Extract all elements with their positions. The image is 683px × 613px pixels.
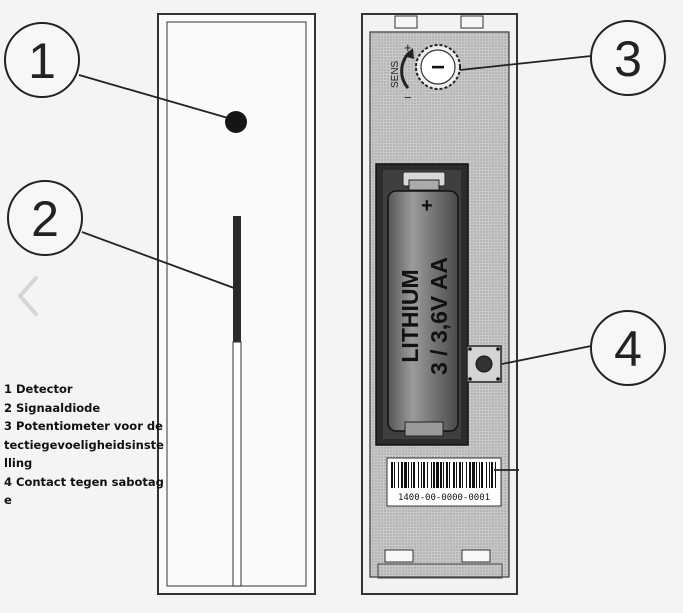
callout-2-number: 2	[31, 191, 59, 247]
legend: 1 Detector 2 Signaaldiode 3 Potentiomete…	[4, 380, 164, 510]
sens-minus: −	[404, 90, 412, 105]
tamper-switch	[466, 345, 502, 383]
barcode-bar	[413, 462, 415, 488]
battery-spec: 3 / 3,6V AA	[426, 257, 452, 375]
callout-3: 3	[590, 20, 666, 96]
barcode-bar	[446, 462, 448, 488]
barcode-bar	[391, 462, 393, 488]
barcode-bar	[462, 462, 463, 488]
barcode-bar	[418, 462, 419, 488]
barcode-bar	[443, 462, 444, 488]
barcode-bar	[453, 462, 455, 488]
barcode-bar	[476, 462, 477, 488]
callout-3-number: 3	[614, 31, 642, 87]
barcode-bar	[394, 462, 395, 488]
battery-compartment: + LITHIUM 3 / 3,6V AA	[375, 163, 469, 446]
bottom-clip-left	[384, 549, 414, 563]
front-housing	[157, 13, 316, 595]
callout-4-number: 4	[614, 321, 642, 377]
barcode-bar	[398, 462, 399, 488]
legend-item-4: 4 Contact tegen sabotage	[4, 474, 164, 508]
chevron-left-icon[interactable]	[14, 274, 44, 318]
callout-2: 2	[7, 180, 83, 256]
barcode-bar	[433, 462, 435, 488]
barcode-bar	[481, 462, 483, 488]
top-clip-right	[460, 15, 484, 29]
sens-plus: +	[404, 40, 412, 55]
barcode-bar	[489, 462, 490, 488]
light-guide	[232, 341, 242, 587]
barcode-bar	[479, 462, 480, 488]
legend-item-2: 2 Signaaldiode	[4, 400, 101, 415]
battery-brand: LITHIUM	[397, 269, 423, 362]
barcode-label: 1400-00-0000-0001	[386, 457, 502, 507]
potentiometer: − + − SENS	[390, 40, 461, 105]
barcode-bar	[408, 462, 409, 488]
barcode-bar	[404, 462, 407, 488]
barcode-bar	[456, 462, 457, 488]
barcode-bar	[491, 462, 493, 488]
barcode-bar	[436, 462, 439, 488]
barcode-bar	[411, 462, 412, 488]
callout-4: 4	[590, 310, 666, 386]
callout-1: 1	[4, 22, 80, 98]
detector	[225, 111, 247, 133]
barcode-bar	[421, 462, 422, 488]
barcode-bar	[469, 462, 471, 488]
leader-lines	[78, 55, 592, 471]
signal-diode	[233, 216, 241, 342]
barcode-bar	[472, 462, 475, 488]
barcode-bar	[495, 462, 496, 488]
barcode-bar	[440, 462, 442, 488]
legend-item-1: 1 Detector	[4, 382, 73, 396]
legend-item-3: 3 Potentiometer voor detectiegevoelighei…	[4, 419, 164, 470]
callout-1-number: 1	[28, 33, 56, 89]
barcode-bar	[401, 462, 403, 488]
sens-label: SENS	[390, 60, 401, 88]
top-clip-left	[394, 15, 418, 29]
bottom-clip-right	[461, 549, 491, 563]
barcode-bar	[449, 462, 450, 488]
battery-plus: +	[421, 195, 433, 217]
barcode-serial: 1400-00-0000-0001	[398, 493, 490, 503]
barcode-bar	[486, 462, 487, 488]
barcode-bar	[431, 462, 432, 488]
barcode-bars	[391, 462, 496, 488]
potentiometer-slot: −	[431, 54, 445, 81]
barcode-bar	[466, 462, 467, 488]
barcode-bar	[459, 462, 461, 488]
barcode-bar	[423, 462, 425, 488]
barcode-bar	[427, 462, 428, 488]
